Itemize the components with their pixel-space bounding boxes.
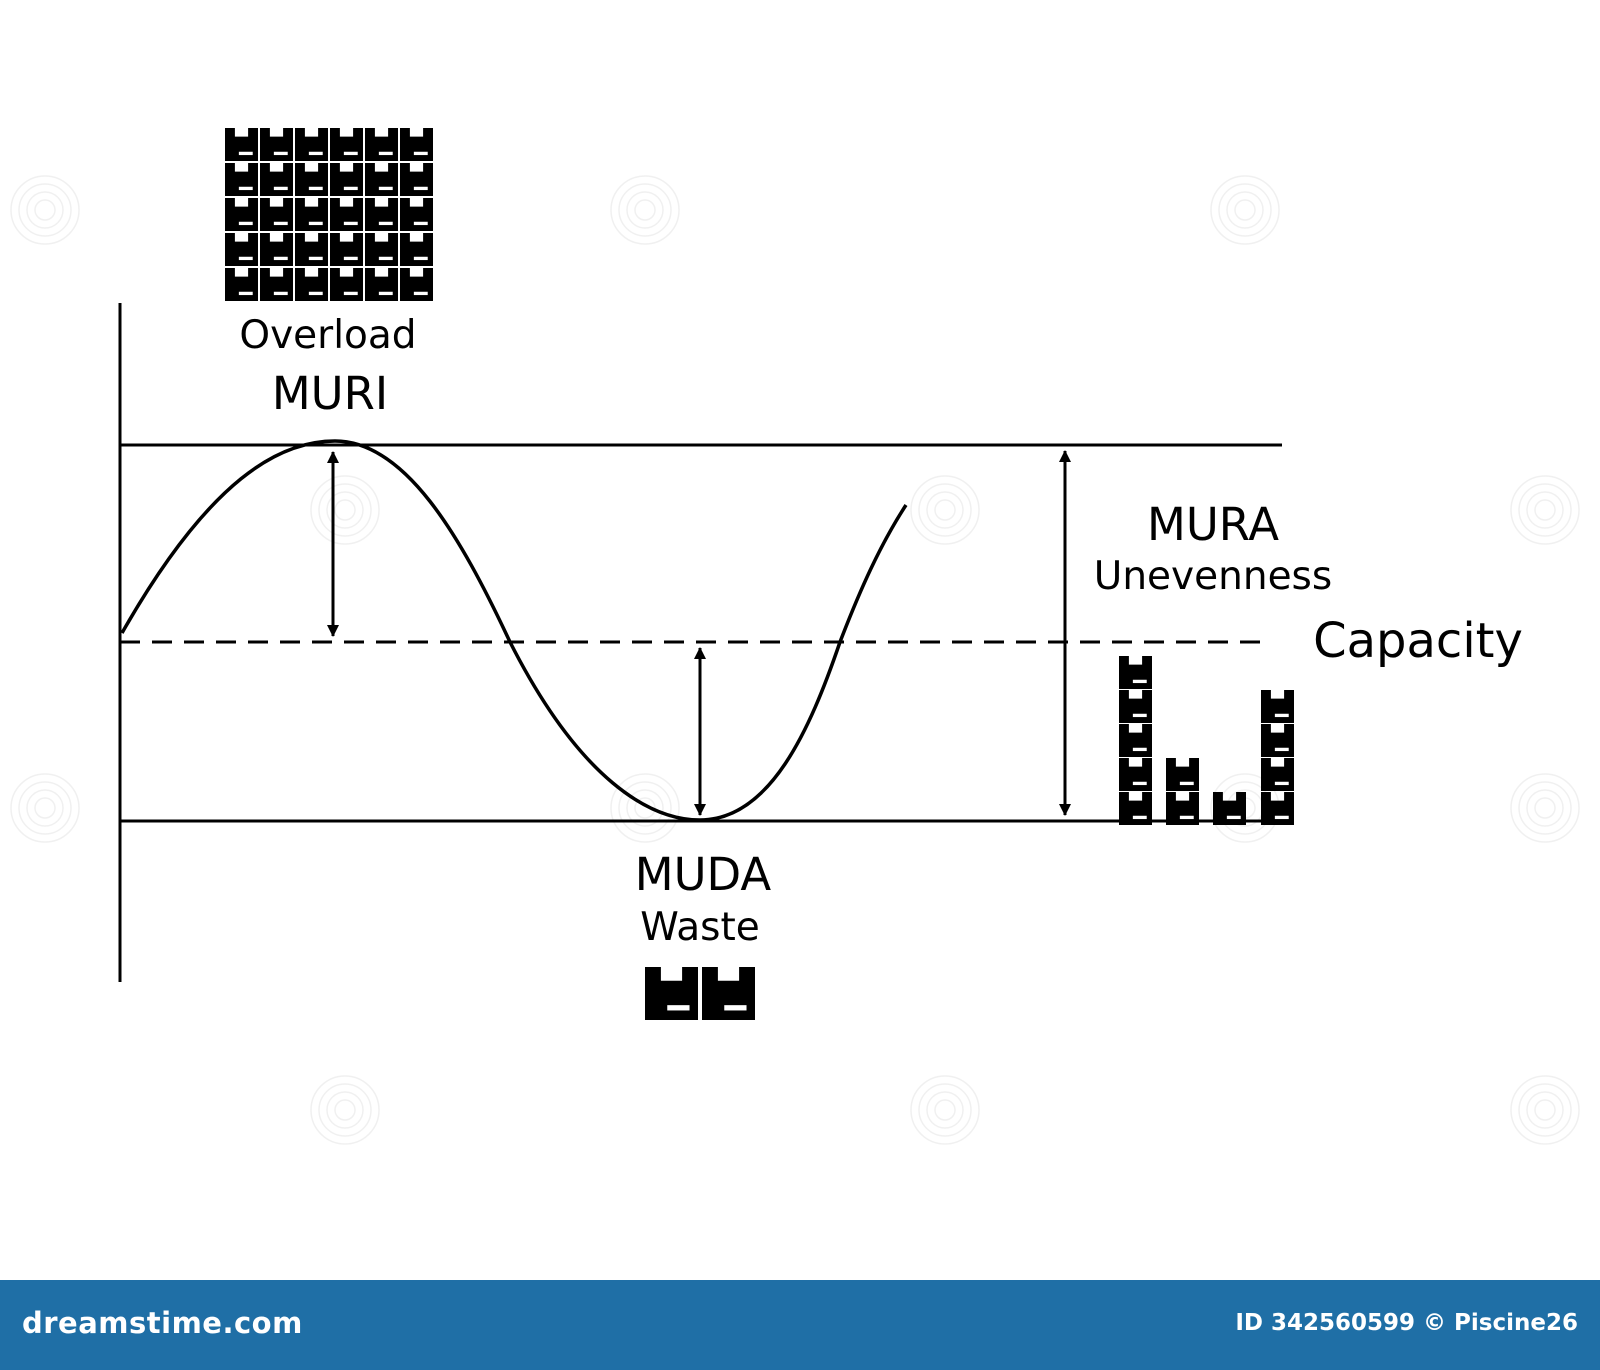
box-icon (295, 268, 328, 301)
box-icon (400, 163, 433, 196)
box-icon (365, 198, 398, 231)
box-icon (225, 233, 258, 266)
muda-label: MUDA (635, 848, 772, 901)
box-icon (1119, 758, 1152, 791)
watermark-swirl-icon (10, 773, 80, 843)
watermark-swirl-icon (10, 175, 80, 245)
box-icon (295, 128, 328, 161)
stock-id-text: ID 342560599 © Piscine26 (1235, 1310, 1578, 1336)
box-icon (330, 268, 363, 301)
box-icon (225, 198, 258, 231)
box-icon (225, 163, 258, 196)
box-icon (330, 128, 363, 161)
box-icon (365, 233, 398, 266)
capacity-label: Capacity (1313, 613, 1523, 669)
watermark-swirl-icon (1510, 475, 1580, 545)
box-icon (260, 198, 293, 231)
box-icon (1261, 758, 1294, 791)
box-icon (260, 163, 293, 196)
box-icon (400, 268, 433, 301)
box-icon (1261, 724, 1294, 757)
overload-box-grid (225, 128, 433, 301)
box-icon (365, 163, 398, 196)
box-icon (1119, 792, 1152, 825)
unevenness-label: Unevenness (1094, 554, 1332, 599)
box-icon (1166, 792, 1199, 825)
box-icon (295, 163, 328, 196)
watermark-swirl-icon (610, 175, 680, 245)
box-icon (1119, 656, 1152, 689)
lean-3m-diagram: Overload MURI MURA Unevenness Capacity M… (10, 128, 1580, 1145)
box-icon (702, 967, 755, 1020)
box-icon (1119, 724, 1152, 757)
watermark-swirl-icon (910, 1075, 980, 1145)
box-icon (225, 268, 258, 301)
box-icon (400, 233, 433, 266)
demand-wave-curve (120, 439, 908, 822)
box-icon (330, 198, 363, 231)
watermark-group (10, 175, 1580, 1145)
waste-box-pair (645, 967, 755, 1020)
box-icon (1213, 792, 1246, 825)
box-icon (260, 268, 293, 301)
stock-footer-bar: dreamstime.com ID 342560599 © Piscine26 (0, 1280, 1600, 1370)
box-icon (1166, 758, 1199, 791)
box-icon (260, 233, 293, 266)
watermark-swirl-icon (1510, 1075, 1580, 1145)
watermark-swirl-icon (910, 475, 980, 545)
box-icon (645, 967, 698, 1020)
box-icon (260, 128, 293, 161)
dreamstime-brand: dreamstime.com (22, 1306, 303, 1340)
box-icon (225, 128, 258, 161)
box-icon (295, 233, 328, 266)
box-icon (1119, 690, 1152, 723)
box-icon (400, 198, 433, 231)
unevenness-box-stacks (1119, 656, 1294, 825)
waste-label: Waste (640, 905, 760, 950)
mura-label: MURA (1147, 498, 1279, 551)
muri-label: MURI (272, 367, 388, 420)
box-icon (365, 128, 398, 161)
overload-label: Overload (239, 313, 416, 358)
box-icon (365, 268, 398, 301)
watermark-swirl-icon (310, 1075, 380, 1145)
box-icon (330, 163, 363, 196)
watermark-swirl-icon (1210, 175, 1280, 245)
box-icon (295, 198, 328, 231)
watermark-swirl-icon (1510, 773, 1580, 843)
watermark-swirl-icon (310, 475, 380, 545)
box-icon (1261, 690, 1294, 723)
box-icon (400, 128, 433, 161)
box-icon (330, 233, 363, 266)
watermark-swirl-icon (610, 773, 680, 843)
